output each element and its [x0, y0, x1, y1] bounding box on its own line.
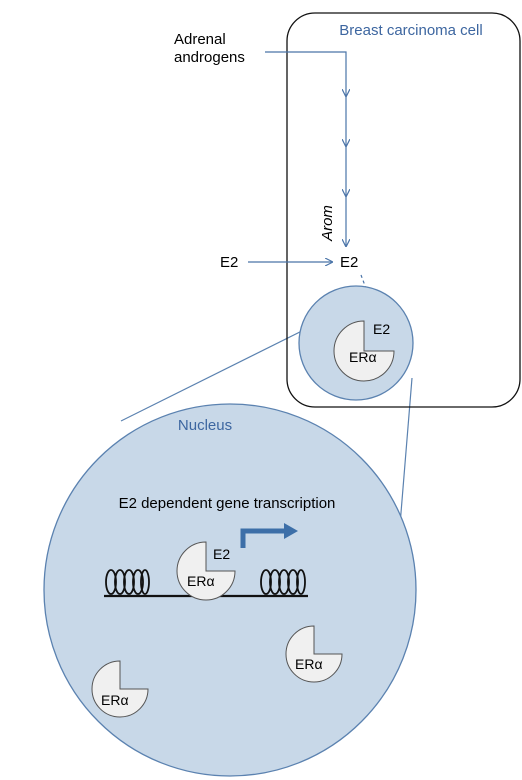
free-receptor-left-icon: [91, 660, 149, 718]
aromatase-label: Arom: [319, 205, 336, 242]
androgens-label-line1: Adrenal: [174, 31, 226, 48]
e2-external-label: E2: [220, 254, 238, 271]
zoom-line-left: [120, 315, 333, 422]
androgens-label-line2: androgens: [174, 49, 245, 66]
free-receptor-left-label: ERα: [101, 692, 129, 708]
e2-internal-label: E2: [340, 254, 358, 271]
nucleus-enlarged: [43, 403, 417, 777]
small-nucleus-e2-label: E2: [373, 321, 390, 337]
bound-receptor-icon: [176, 541, 236, 601]
chromatin-coil-left-icon: [105, 569, 150, 595]
transcription-start-arrow-icon: [240, 528, 288, 548]
cell-membrane: [286, 12, 521, 408]
small-nucleus-receptor-label: ERα: [349, 349, 377, 365]
cell-title: Breast carcinoma cell: [339, 22, 482, 39]
small-nucleus-receptor-icon: [333, 320, 395, 382]
bound-e2-label: E2: [213, 546, 230, 562]
androgen-entry-arrow: [265, 51, 346, 96]
transcription-label: E2 dependent gene transcription: [119, 495, 336, 512]
free-receptor-right-icon: [285, 625, 343, 683]
bound-receptor-label: ERα: [187, 573, 215, 589]
transcription-arrowhead-icon: [284, 523, 298, 539]
chromatin-coil-right-icon: [260, 569, 306, 595]
free-receptor-right-label: ERα: [295, 656, 323, 672]
nucleus-title: Nucleus: [178, 417, 232, 434]
e2-nuclear-import-arrow: [360, 274, 376, 315]
